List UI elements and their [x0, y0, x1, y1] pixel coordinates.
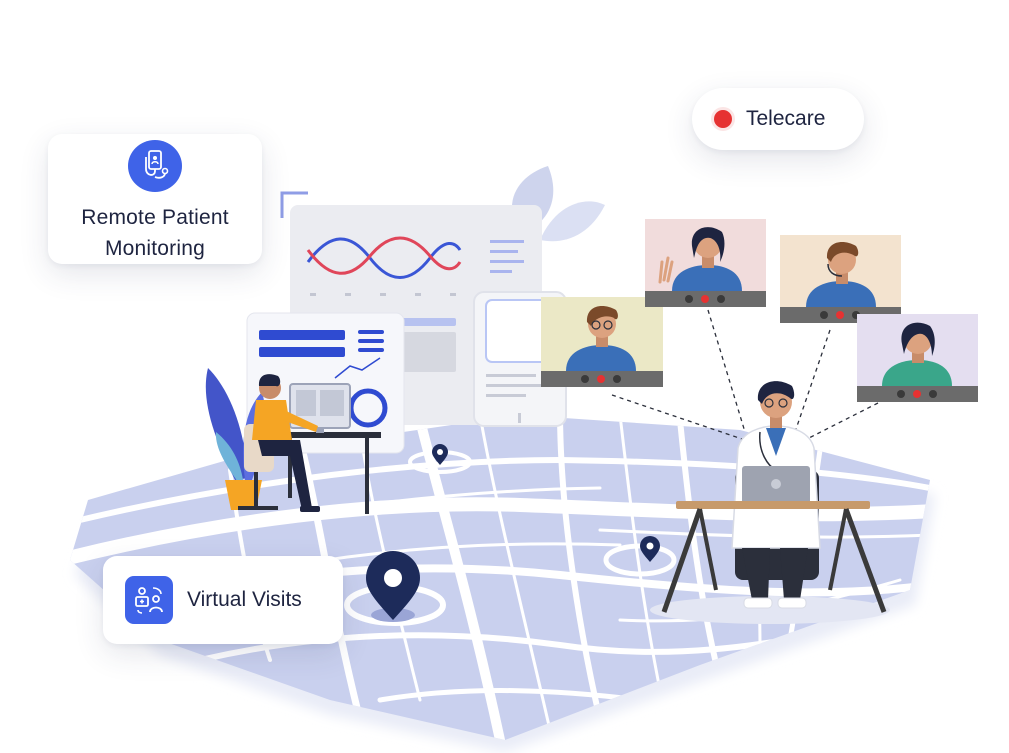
card-label-line: Monitoring — [104, 237, 206, 260]
connector-line — [804, 402, 879, 441]
map-street — [358, 428, 422, 702]
location-pin-icon — [366, 551, 420, 622]
card-label: Virtual Visits — [187, 588, 302, 611]
recording-dot-icon — [714, 110, 732, 128]
video-tile — [541, 297, 663, 387]
plant-pot — [225, 480, 262, 510]
connector-line — [707, 309, 746, 433]
card-label: Remote Patient Monitoring — [81, 202, 229, 264]
location-pin-icon — [640, 536, 660, 562]
doctor-desk — [676, 501, 870, 509]
wave-line-red — [306, 236, 462, 275]
patient-at-desk — [205, 368, 381, 514]
plant-leaves — [205, 368, 248, 480]
stethoscope-phone-icon — [128, 140, 182, 192]
patient-desk — [285, 432, 381, 438]
video-tile — [780, 235, 901, 323]
wave-line-blue — [306, 237, 462, 279]
map-street — [677, 417, 723, 683]
map-street — [377, 688, 643, 703]
desk-shadow — [650, 596, 890, 624]
video-tile — [857, 314, 978, 402]
card-label-line: Remote Patient — [81, 206, 229, 229]
connector-line — [794, 329, 831, 433]
doctor-at-desk — [650, 381, 890, 624]
video-consult-icon — [125, 576, 173, 624]
remote-patient-monitoring-card: Remote Patient Monitoring — [48, 134, 262, 264]
card-label: Telecare — [746, 107, 826, 130]
map-street — [557, 415, 603, 723]
telecare-card: Telecare — [692, 88, 864, 150]
map-street — [478, 415, 552, 732]
video-tile — [645, 219, 766, 307]
virtual-visits-card: Virtual Visits — [103, 556, 343, 644]
video-call-tiles — [541, 219, 978, 441]
location-pin-icon — [432, 444, 448, 465]
map-street — [148, 486, 602, 542]
corner-accent — [280, 191, 308, 218]
